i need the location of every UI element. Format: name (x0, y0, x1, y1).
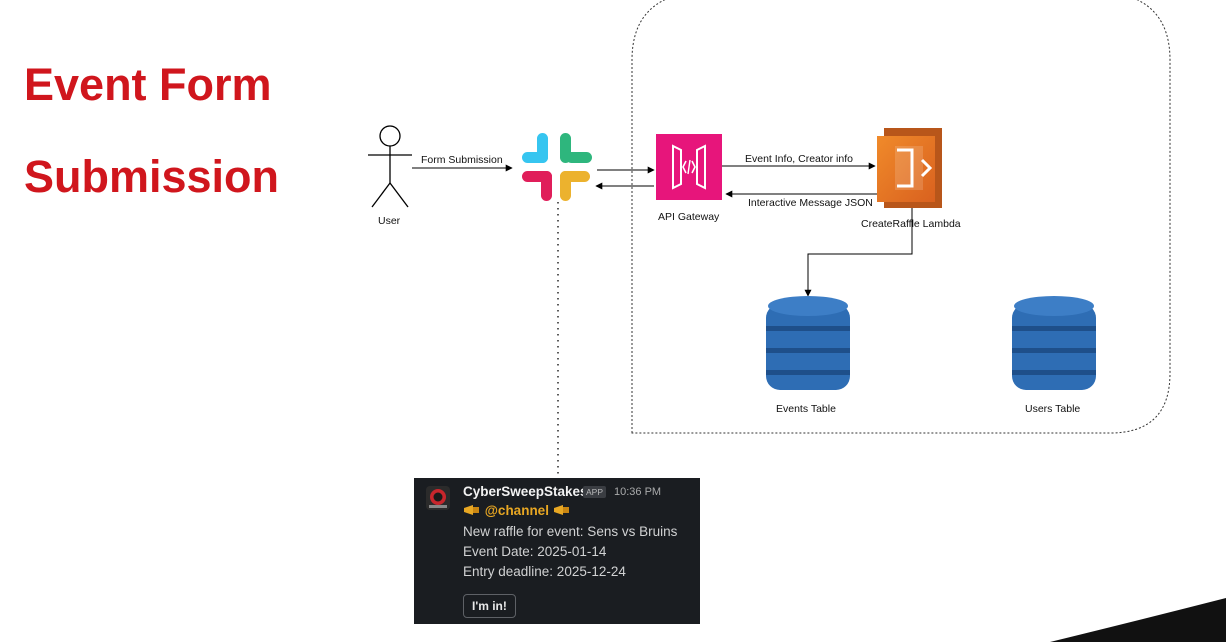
corner-swoosh (1050, 598, 1226, 642)
edge-interactive-message-label: Interactive Message JSON (748, 197, 873, 209)
im-in-button[interactable]: I'm in! (463, 594, 516, 618)
api-gateway-icon (656, 134, 722, 200)
dynamodb-icon (766, 296, 850, 390)
api-gateway-label: API Gateway (658, 211, 720, 223)
message-line-2: Event Date: 2025-01-14 (463, 544, 607, 559)
message-time[interactable]: 10:36 PM (614, 486, 662, 498)
megaphone-icon (464, 505, 479, 515)
megaphone-icon (553, 505, 569, 515)
dynamodb-icon (1012, 296, 1096, 390)
title-line-2: Submission (24, 151, 280, 202)
user-stick-figure-icon (368, 125, 412, 208)
title-line-1: Event Form (24, 59, 272, 110)
message-line-3: Entry deadline: 2025-12-24 (463, 564, 626, 579)
lambda-icon (877, 128, 942, 208)
aws-boundary (631, 0, 1171, 434)
user-label: User (378, 215, 401, 227)
edge-form-submission-label: Form Submission (421, 154, 503, 166)
slack-logo-icon (522, 133, 592, 201)
edge-event-info-label: Event Info, Creator info (745, 153, 853, 165)
users-table-label: Users Table (1025, 403, 1081, 415)
app-name[interactable]: CyberSweepStakes (463, 484, 588, 499)
mention-line: @channel (463, 503, 571, 518)
app-badge: APP (583, 486, 607, 498)
message-line-1: New raffle for event: Sens vs Bruins (463, 524, 678, 539)
slack-message-card: CyberSweepStakes APP 10:36 PM @channel N… (414, 478, 700, 624)
app-avatar (426, 486, 450, 510)
events-table-label: Events Table (776, 403, 836, 415)
lambda-label: CreateRaffle Lambda (861, 218, 961, 230)
channel-mention[interactable]: @channel (484, 503, 549, 518)
